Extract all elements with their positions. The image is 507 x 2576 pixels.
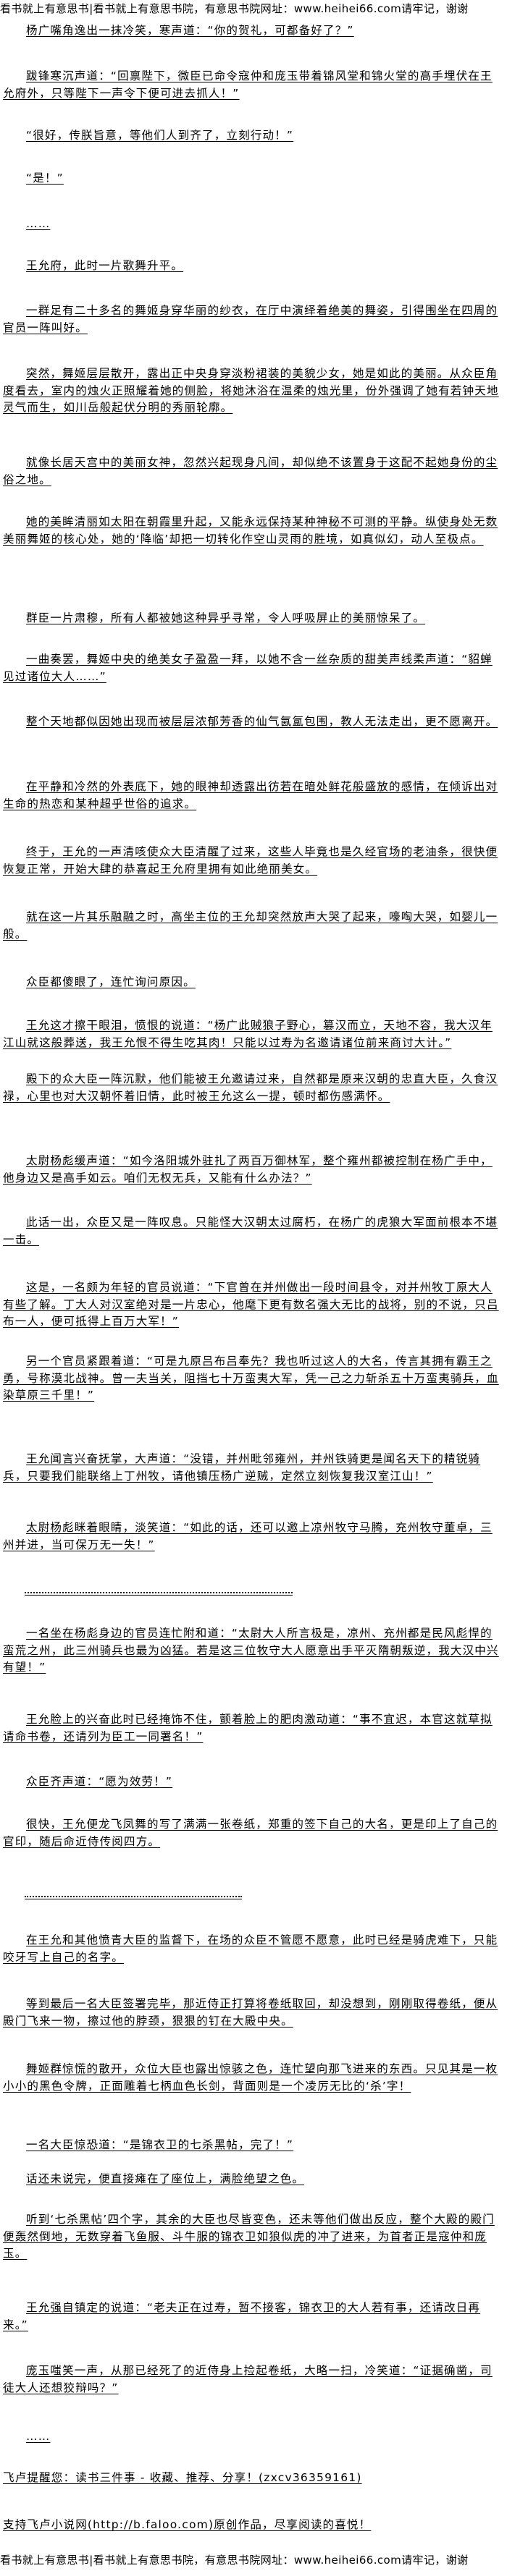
story-paragraph: 众臣都傻眼了，连忙询问原因。 — [26, 975, 196, 988]
story-paragraph: 杨广嘴角逸出一抹冷笑，寒声道：“你的贺礼，可都备好了？” — [26, 24, 354, 37]
story-paragraph: 庞玉嗤笑一声，从那已经死了的近侍身上捡起卷纸，大略一扫，冷笑道：“证据确凿，司徒… — [3, 2364, 493, 2394]
story-paragraph: 王允闻言兴奋抚掌，大声道：“没错，并州毗邻雍州，并州铁骑更是闻名天下的精锐骑兵，… — [3, 1452, 481, 1483]
story-paragraph: 这是，一名颇为年轻的官员说道：“下官曾在并州做出一段时间县令，对并州牧丁原大人有… — [3, 1281, 499, 1328]
story-paragraph: 殿下的众大臣一阵沉默，他们能被王允邀请过来，自然都是原来汉朝的忠直大臣，久食汉禄… — [3, 1072, 498, 1103]
story-paragraph: 等到最后一名大臣签署完毕，那近侍正打算将卷纸取回，却没想到，刚刚取得卷纸，便从殿… — [3, 1997, 498, 2028]
story-paragraph: 众臣齐声道：“愿为效劳！” — [26, 1775, 173, 1788]
story-paragraph: 就在这一片其乐融融之时，高坐主位的王允却突然放声大哭了起来，嚎啕大哭，如婴儿一般… — [3, 910, 498, 941]
story-paragraph: 王允这才擦干眼泪，愤恨的说道：“杨广此贼狼子野心，篡汉而立，天地不容，我大汉年江… — [3, 1019, 493, 1049]
story-paragraph: 在平静和冷然的外表底下，她的眼神却透露出彷若在暗处鲜花般盛放的感情，在倾诉出对生… — [3, 780, 498, 810]
story-paragraph: 突然，舞姬层层散开，露出正中央身穿淡粉裙装的美貌少女，她是如此的美丽。从众臣角度… — [3, 367, 499, 414]
story-paragraph: 就像长居天宫中的美丽女神，忽然兴起现身凡间，却似绝不该置身于这配不起她身份的尘俗… — [3, 456, 498, 486]
story-paragraph: 一群足有二十多名的舞姬身穿华丽的纱衣，在厅中演绎着绝美的舞姿，引得围坐在四周的官… — [3, 304, 498, 334]
story-paragraph: 此话一出，众臣又是一阵叹息。只能怪大汉朝太过腐朽，在杨广的虎狼大军面前根本不堪一… — [3, 1216, 498, 1246]
story-paragraph: 她的美眸清丽如太阳在朝霞里升起，又能永远保持某种神秘不可测的平静。纵使身处无数美… — [3, 515, 498, 546]
story-paragraph: 整个天地都似因她出现而被层层浓郁芳香的仙气氤氲包围，教人无法走出，更不愿离开。 — [26, 715, 498, 728]
story-paragraph: 一名大臣惊恐道：“是锦衣卫的七杀黑帖，完了！” — [26, 2138, 294, 2151]
separator-line — [25, 1592, 293, 1596]
story-paragraph: 一曲奏罢，舞姬中央的绝美女子盈盈一拜，以她不含一丝杂质的甜美声线柔声道：“貂蝉见… — [3, 653, 493, 683]
story-paragraph: …… — [26, 217, 51, 230]
story-paragraph: “是！” — [26, 171, 64, 185]
story-paragraph: …… — [26, 2430, 51, 2443]
story-paragraph: 太尉杨彪眯着眼睛，淡笑道：“如此的话，还可以邀上凉州牧守马腾，充州牧守董卓，三州… — [3, 1521, 493, 1551]
story-paragraph: 听到‘七杀黑帖’四个字，其余的大臣也尽皆变色，还未等他们做出反应，整个大殿的殿门… — [3, 2213, 495, 2260]
story-paragraph: 王允府，此时一片歌舞升平。 — [26, 259, 184, 272]
story-paragraph: 太尉杨彪缓声道：“如今洛阳城外驻扎了两百万御林军，整个雍州都被控制在杨广手中，他… — [3, 1154, 493, 1185]
story-paragraph: 很快，王允便龙飞凤舞的写了满满一张卷纸，郑重的签下自己的大名，更是印上了自己的官… — [3, 1818, 498, 1848]
story-paragraph: 舞姬群惊慌的散开，众位大臣也露出惊骇之色，连忙望向那飞进来的东西。只见其是一枚小… — [3, 2062, 498, 2093]
story-paragraph: 王允脸上的兴奋此时已经掩饰不住，颤着脸上的肥肉激动道：“事不宜迟，本官这就草拟请… — [3, 1713, 493, 1743]
story-paragraph: “很好，传朕旨意，等他们人到齐了，立刻行动！” — [26, 129, 294, 142]
site-banner-top: 看书就上有意思书|看书就上有意思书院，有意思书院网址：www.heihei66.… — [0, 2, 469, 15]
story-paragraph: 王允强自镇定的说道：“老夫正在过寿，暂不接客，锦衣卫的大人若有事，还请改日再来。… — [3, 2301, 481, 2331]
story-paragraph: 终于，王允的一声清咳使众大臣清醒了过来，这些人毕竟也是久经官场的老油条，很快便恢… — [3, 845, 498, 876]
story-paragraph: 跋锋寒沉声道：“回禀陛下，微臣已命令寇仲和庞玉带着锦风堂和锦火堂的高手埋伏在王允… — [3, 69, 493, 100]
reading-reminder: 飞卢提醒您：读书三件事 - 收藏、推荐、分享！(zxcv36359161) — [3, 2471, 362, 2484]
story-paragraph: 话还未说完，便直接瘫在了座位上，满脸绝望之色。 — [26, 2172, 305, 2185]
story-paragraph: 在王允和其他愤青大臣的监督下，在场的众臣不管愿不愿意，此时已经是骑虎难下，只能咬… — [3, 1933, 498, 1964]
story-paragraph: 一名坐在杨彪身边的官员连忙附和道：“太尉大人所言极是，凉州、充州都是民风彪悍的蛮… — [3, 1627, 499, 1674]
story-paragraph: 另一个官员紧跟着道：“可是九原吕布吕奉先？我也听过这人的大名，传言其拥有霸王之勇… — [3, 1355, 499, 1402]
support-link-text[interactable]: 支持飞卢小说网(http://b.faloo.com)原创作品，尽享阅读的喜悦！ — [3, 2518, 372, 2531]
story-paragraph: 群臣一片肃穆，所有人都被她这种异乎寻常，令人呼吸屏止的美丽惊呆了。 — [26, 611, 426, 624]
site-banner-bottom: 看书就上有意思书|看书就上有意思书院，有意思书院网址：www.heihei66.… — [0, 2554, 469, 2567]
